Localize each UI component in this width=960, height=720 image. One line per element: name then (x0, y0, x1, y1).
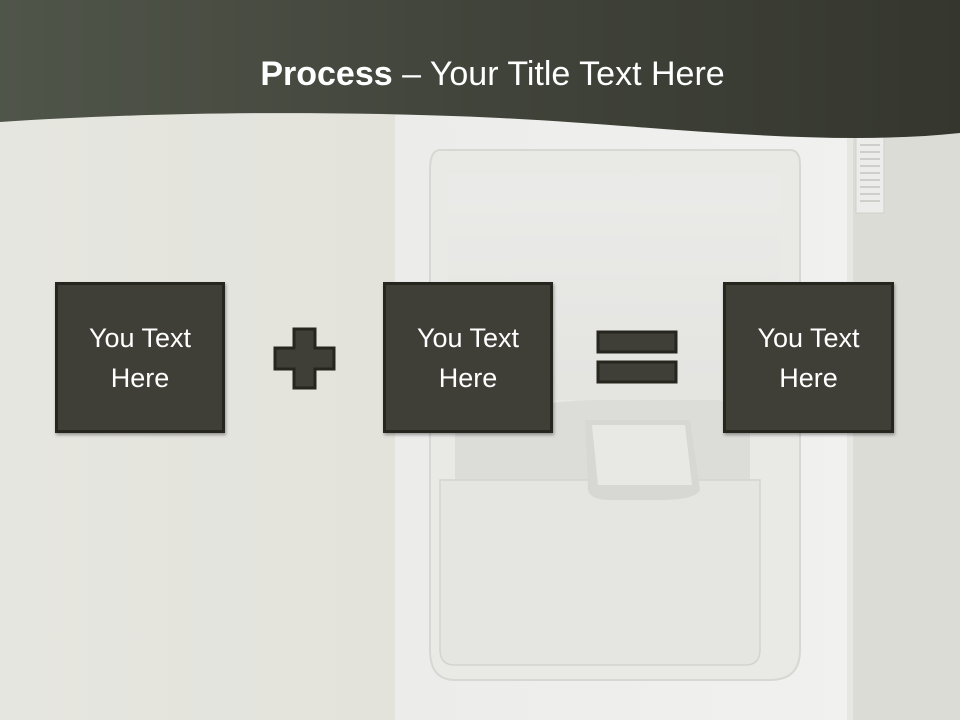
process-box-3-text: You Text Here (757, 322, 860, 393)
vent-grille (855, 134, 885, 214)
dispenser-lever (585, 420, 700, 500)
process-box-1-text: You Text Here (88, 322, 192, 393)
title-rest: – Your Title Text Here (392, 55, 725, 93)
process-box-3: You Text Here (723, 282, 894, 433)
process-box-1: You Text Here (55, 282, 225, 433)
slide-title: Process – Your Title Text Here (0, 52, 960, 96)
equals-icon (596, 330, 678, 384)
header-band (0, 0, 960, 138)
process-box-2-text: You Text Here (416, 322, 520, 393)
process-box-2: You Text Here (383, 282, 553, 433)
plus-icon (273, 327, 336, 390)
title-bold: Process (260, 55, 393, 93)
